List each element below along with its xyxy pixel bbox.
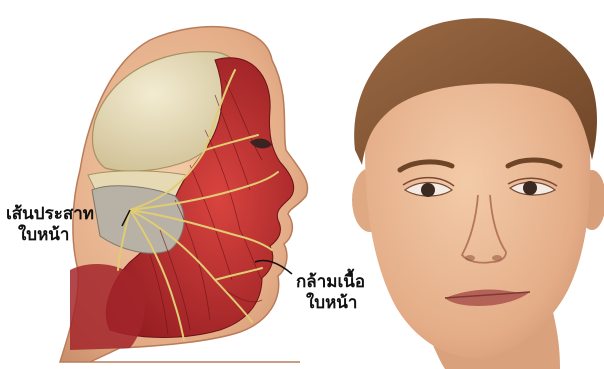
anatomy-head [60,27,308,362]
facial-muscle-label: กล้ามเนื้อ ใบหน้า [296,272,365,314]
muscle-label-line-1: กล้ามเนื้อ [296,272,365,293]
right-nostril [492,255,502,261]
left-nostril [465,255,475,261]
neck-muscle [70,264,145,350]
nerve-label-line-1: เส้นประสาท [6,204,94,225]
muscle-label-line-2: ใบหน้า [296,293,365,314]
portrait-face [352,18,604,369]
nerve-label-line-2: ใบหน้า [6,225,94,246]
facial-nerve-label: เส้นประสาท ใบหน้า [6,204,94,246]
